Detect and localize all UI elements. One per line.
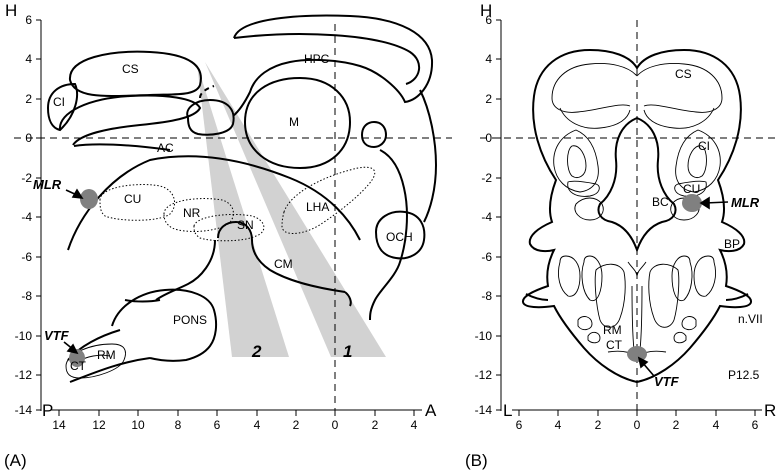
y-tick-label: -14 <box>475 403 493 417</box>
approach-label-1: 1 <box>343 342 352 361</box>
y-tick-label: -14 <box>15 403 33 417</box>
x-tick-label: 4 <box>411 418 418 432</box>
x-tick-label: 4 <box>555 418 562 432</box>
mlr-marker-a <box>80 189 98 209</box>
y-tick-label: 2 <box>485 92 492 106</box>
x-tick-label: 6 <box>214 418 221 432</box>
structure-label-cm: CM <box>274 257 293 271</box>
x-tick-label: 4 <box>713 418 720 432</box>
mlr-marker-b <box>682 194 702 212</box>
structure-label-pons: PONS <box>173 313 207 327</box>
y-tick-label: 0 <box>25 131 32 145</box>
y-tick-label: 6 <box>25 13 32 27</box>
structure-label-ci: CI <box>53 95 65 109</box>
x-axis-left-end-b: L <box>503 401 512 420</box>
x-axis-a <box>51 409 422 416</box>
panel-label-b: (B) <box>465 451 488 470</box>
x-axis-right-end-b: R <box>764 401 776 420</box>
approach-label-2: 2 <box>251 342 262 361</box>
structure-label-cs: CS <box>675 67 692 81</box>
annotation-vtf-b: VTF <box>654 374 680 389</box>
approach-track-2 <box>197 64 289 357</box>
x-tick-label: 4 <box>254 418 261 432</box>
y-tick-label: 2 <box>25 92 32 106</box>
y-tick-label: -10 <box>15 329 33 343</box>
structure-label-hpc: HPC <box>304 52 330 66</box>
x-tick-label: 0 <box>634 418 641 432</box>
structure-label-ac: AC <box>157 141 174 155</box>
structure-label-lha: LHA <box>306 200 329 214</box>
structure-label-cs: CS <box>122 62 139 76</box>
x-tick-label: 6 <box>752 418 759 432</box>
structure-label-cu: CU <box>683 182 700 196</box>
y-tick-label: -2 <box>21 171 32 185</box>
panel-a: H 6 4 2 0 -2 -4 -6 -8 -10 -12 -14 P A 14… <box>4 1 452 470</box>
structure-label-rm: RM <box>97 348 116 362</box>
x-axis-left-end-a: P <box>42 401 53 420</box>
y-axis-title-a: H <box>5 1 17 20</box>
structure-label-cu: CU <box>124 192 141 206</box>
x-axis-right-end-a: A <box>425 401 437 420</box>
x-tick-label: 0 <box>332 418 339 432</box>
dotted-nuclei <box>99 166 376 242</box>
structure-label-ci: CI <box>698 139 710 153</box>
y-tick-label: 4 <box>25 52 32 66</box>
y-tick-label: 0 <box>485 131 492 145</box>
y-tick-label: -4 <box>21 210 32 224</box>
vtf-marker-b <box>627 346 647 362</box>
annotation-arrows-a <box>63 188 84 355</box>
y-tick-label: -4 <box>481 210 492 224</box>
y-tick-label: -6 <box>21 250 32 264</box>
approach-track-1 <box>205 62 386 357</box>
structure-label-bp: BP <box>724 237 740 251</box>
y-tick-label: -8 <box>21 289 32 303</box>
x-tick-label: 8 <box>175 418 182 432</box>
x-tick-label: 2 <box>372 418 379 432</box>
x-tick-label: 12 <box>92 418 106 432</box>
structure-label-bc: BC <box>652 195 669 209</box>
panel-label-a: (A) <box>4 451 27 470</box>
y-tick-label: -12 <box>475 368 493 382</box>
coronal-internal-structures <box>551 63 723 357</box>
section-label: P12.5 <box>728 368 760 382</box>
annotation-mlr-b: MLR <box>731 195 760 210</box>
x-tick-label: 10 <box>131 418 145 432</box>
structure-label-sn: SN <box>237 218 254 232</box>
structure-label-nr: NR <box>183 206 201 220</box>
x-tick-label: 2 <box>595 418 602 432</box>
structure-label-nvii: n.VII <box>738 312 763 326</box>
y-tick-label: -2 <box>481 171 492 185</box>
y-tick-label: -12 <box>15 368 33 382</box>
y-axis-a <box>36 19 42 411</box>
panel-b: H 6 4 2 0 -2 -4 -6 -8 -10 -12 -14 L R 6 … <box>465 1 779 470</box>
y-tick-label: -6 <box>481 250 492 264</box>
y-tick-label: -8 <box>481 289 492 303</box>
x-tick-label: 2 <box>673 418 680 432</box>
structure-label-rm: RM <box>603 323 622 337</box>
x-tick-label: 6 <box>516 418 523 432</box>
vtf-marker-a <box>69 349 85 367</box>
annotation-vtf-a: VTF <box>44 328 70 343</box>
structure-label-ct: CT <box>606 338 623 352</box>
y-axis-title-b: H <box>480 1 492 20</box>
x-tick-label: 2 <box>293 418 300 432</box>
x-axis-b <box>512 409 762 416</box>
y-tick-label: -10 <box>475 329 493 343</box>
structure-label-m: M <box>289 115 299 129</box>
structure-label-och: OCH <box>386 230 413 244</box>
annotation-mlr-a: MLR <box>33 177 62 192</box>
annotation-arrows-b <box>637 196 729 377</box>
structure-label-ct: CT <box>70 359 87 373</box>
x-tick-label: 14 <box>52 418 66 432</box>
y-tick-label: 6 <box>485 13 492 27</box>
coronal-brain-outline <box>522 48 752 384</box>
y-tick-label: 4 <box>485 52 492 66</box>
y-axis-b <box>496 19 502 411</box>
